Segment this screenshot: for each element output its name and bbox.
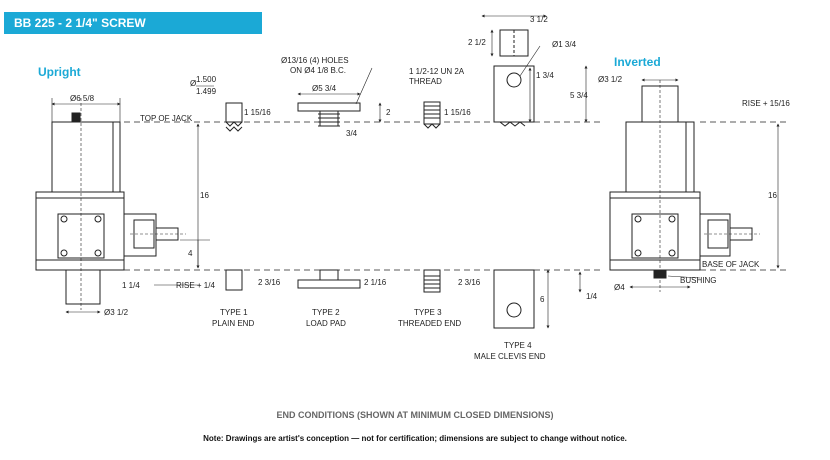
disclaimer-note: Note: Drawings are artist's conception —… (203, 434, 627, 443)
reference-lines (124, 121, 790, 271)
dim-dia-6-5-8: Ø6 5/8 (70, 94, 95, 103)
type3-name: TYPE 3 (414, 308, 442, 317)
inverted-heading: Inverted (614, 55, 661, 69)
dim-1-15-16-a: 1 15/16 (244, 108, 271, 117)
dim-rise-1-4: RISE + 1/4 (176, 281, 215, 290)
type2-desc: LOAD PAD (306, 319, 346, 328)
inverted-jack (609, 85, 753, 279)
inverted-dims (578, 78, 780, 293)
upright-centerline (80, 98, 186, 310)
dim-dia-3-1-2-inverted: Ø3 1/2 (598, 75, 623, 84)
label-thread: THREAD (409, 77, 442, 86)
type4-name: TYPE 4 (504, 341, 532, 350)
upright-heading: Upright (38, 65, 81, 79)
dim-1-500: 1.500 (196, 75, 217, 84)
dim-1-3-4: 1 3/4 (536, 71, 554, 80)
type4-clevis-bottom (493, 269, 535, 329)
type4-clevis-top (493, 29, 535, 127)
type2-load-pad-top (297, 102, 361, 127)
type3-threaded-end-bottom (423, 269, 441, 293)
dim-2-3-16-b: 2 3/16 (458, 278, 481, 287)
dim-2-3-16-a: 2 3/16 (258, 278, 281, 287)
dim-rise-15-16: RISE + 15/16 (742, 99, 790, 108)
upright-jack (35, 112, 179, 305)
dim-1-499: 1.499 (196, 87, 217, 96)
dim-2: 2 (386, 108, 391, 117)
label-bushing: BUSHING (680, 276, 716, 285)
inverted-centerline (659, 80, 760, 292)
label-holes: Ø13/16 (4) HOLES (281, 56, 349, 65)
dim-1-15-16-b: 1 15/16 (444, 108, 471, 117)
title-banner: BB 225 - 2 1/4" SCREW (4, 12, 262, 34)
label-top-of-jack: TOP OF JACK (140, 114, 193, 123)
type2-name: TYPE 2 (312, 308, 340, 317)
dim-1-1-4: 1 1/4 (122, 281, 140, 290)
dim-dia-symbol: Ø (190, 79, 196, 88)
dim-dia-1-3-4: Ø1 3/4 (552, 40, 577, 49)
dim-16-left: 16 (200, 191, 209, 200)
dim-2-1-16: 2 1/16 (364, 278, 387, 287)
label-thread-spec: 1 1/2-12 UN 2A (409, 67, 465, 76)
dim-1-4: 1/4 (586, 292, 598, 301)
dim-4: 4 (188, 249, 193, 258)
type1-plain-end-top (225, 102, 243, 132)
label-bolt-circle: ON Ø4 1/8 B.C. (290, 66, 346, 75)
dim-dia-4: Ø4 (614, 283, 625, 292)
type1-plain-end-bottom (225, 269, 243, 291)
dim-5-3-4-clevis: 5 3/4 (570, 91, 588, 100)
type1-name: TYPE 1 (220, 308, 248, 317)
dim-16-right: 16 (768, 191, 777, 200)
dim-dia-3-1-2-bottom: Ø3 1/2 (104, 308, 129, 317)
type3-threaded-end-top (423, 101, 441, 129)
type4-desc: MALE CLEVIS END (474, 352, 546, 361)
dim-6: 6 (540, 295, 545, 304)
label-base-of-jack: BASE OF JACK (702, 260, 760, 269)
type3-desc: THREADED END (398, 319, 461, 328)
dim-2-1-2: 2 1/2 (468, 38, 486, 47)
dim-3-1-2-clevis: 3 1/2 (530, 15, 548, 24)
type2-load-pad-bottom (297, 269, 361, 289)
dim-dia-5-3-4: Ø5 3/4 (312, 84, 337, 93)
end-conditions-caption: END CONDITIONS (SHOWN AT MINIMUM CLOSED … (276, 410, 554, 420)
upright-dims (51, 98, 210, 314)
dim-3-4: 3/4 (346, 129, 358, 138)
type1-desc: PLAIN END (212, 319, 254, 328)
